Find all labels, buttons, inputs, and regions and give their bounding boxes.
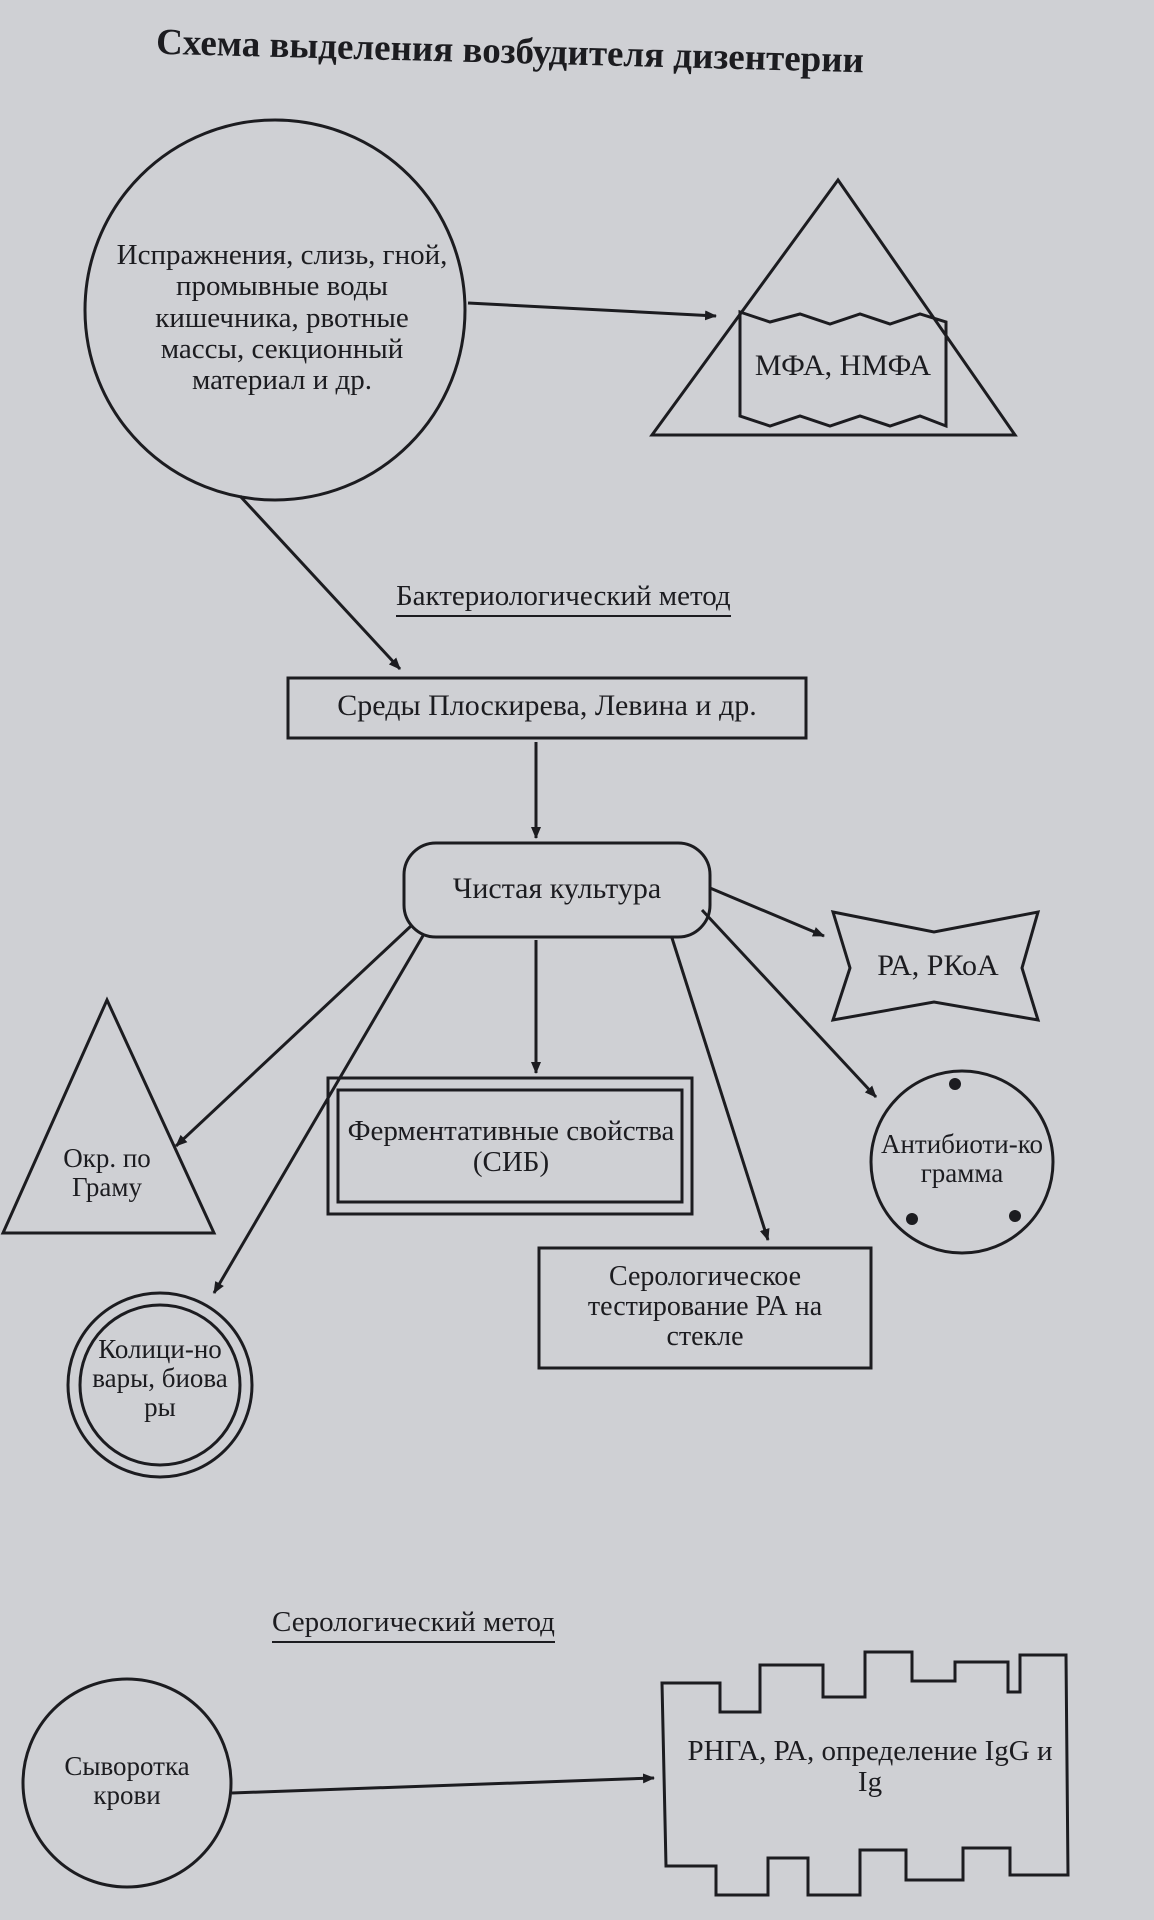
arrow-culture-to-serotesting: [670, 937, 770, 1241]
enzymatic-box-inner: [336, 1088, 684, 1204]
enzymatic-box-outer: [326, 1076, 694, 1216]
pure-culture-label: Чистая культура: [452, 872, 662, 905]
enzymatic-label: Ферментативные свойства (СИБ): [347, 1115, 675, 1179]
arrow-culture-to-antibiogram: [700, 908, 878, 1099]
rnga-label: РНГА, РА, определение IgG и Ig: [687, 1735, 1053, 1799]
specimen-label: Испражнения, слизь, гной, промывные воды…: [116, 239, 448, 397]
serotesting-box: [537, 1246, 873, 1370]
colicinovars-circle-outer: [66, 1291, 254, 1479]
colicinovars-label: Колици-новары, биовары: [92, 1334, 228, 1423]
method-bacteriological: Бактериологический метод: [396, 580, 731, 617]
arrow-specimen-to-media: [238, 494, 402, 671]
antibiogram-dot-2: [906, 1213, 918, 1225]
colicinovars-circle-inner: [78, 1303, 242, 1467]
gram-triangle: [0, 996, 217, 1235]
serum-circle: [21, 1677, 233, 1889]
arrow-culture-to-colicinovars: [212, 933, 426, 1294]
arrow-culture-to-gram: [174, 923, 414, 1148]
antibiogram-circle: [869, 1069, 1055, 1255]
antibiogram-dot-1: [949, 1078, 961, 1090]
ra-rkoa-label: РА, РКоА: [877, 949, 999, 982]
arrow-specimen-to-mfa: [467, 301, 717, 321]
rnga-box: [660, 1650, 1070, 1897]
mfa-wavy-box: [738, 309, 948, 429]
media-box: [286, 676, 808, 740]
media-label: Среды Плоскирева, Левина и др.: [337, 689, 757, 722]
serum-label: Сыворотка крови: [64, 1751, 190, 1811]
serotesting-label: Серологическое тестирование РА на стекле: [587, 1261, 823, 1353]
method-serological: Серологический метод: [272, 1606, 555, 1643]
ra-rkoa-box: [830, 910, 1041, 1022]
specimen-circle: [83, 118, 467, 502]
antibiogram-dot-3: [1009, 1210, 1021, 1222]
gram-label: Окр. по Граму: [63, 1143, 151, 1203]
mfa-label: МФА, НМФА: [754, 349, 932, 382]
antibiogram-label: Антибиоти-кограмма: [880, 1129, 1043, 1189]
arrow-serum-to-rnga: [231, 1773, 655, 1795]
mfa-triangle: [649, 177, 1018, 437]
pure-culture-box: [402, 841, 712, 939]
arrow-culture-to-ra: [709, 886, 825, 938]
